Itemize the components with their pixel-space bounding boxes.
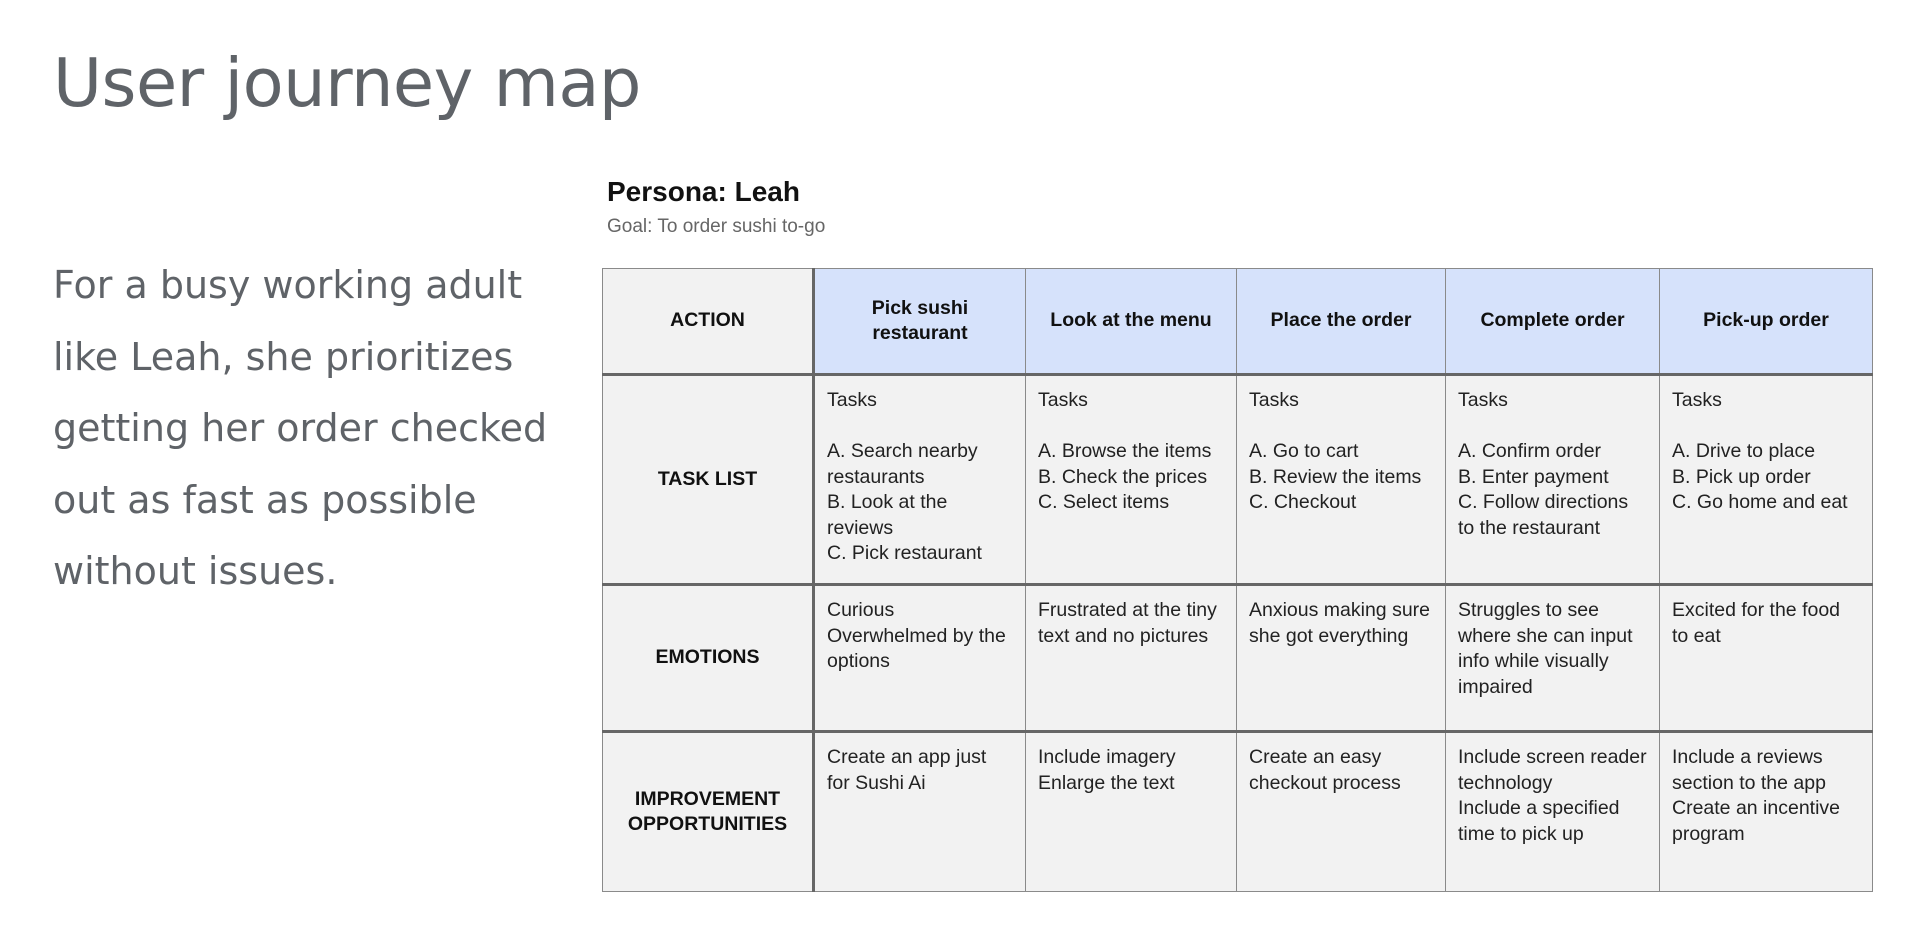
table-cell: Struggles to see where she can input inf…: [1445, 584, 1660, 733]
table-cell: Include a reviews section to the app Cre…: [1659, 731, 1873, 892]
persona-summary: For a busy working adult like Leah, she …: [53, 263, 548, 593]
row-label-improvement-opportunities: IMPROVEMENT OPPORTUNITIES: [602, 731, 815, 892]
table-cell: Create an app just for Sushi Ai: [813, 731, 1026, 892]
stage-header: Pick sushi restaurant: [813, 268, 1026, 376]
header-action: ACTION: [602, 268, 815, 376]
table-cell: Include screen reader technology Include…: [1445, 731, 1660, 892]
stage-header: Look at the menu: [1025, 268, 1237, 376]
table-cell: Frustrated at the tiny text and no pictu…: [1025, 584, 1237, 733]
table-cell: Create an easy checkout process: [1236, 731, 1446, 892]
table-row-improvement-opportunities: IMPROVEMENT OPPORTUNITIES Create an app …: [602, 731, 1873, 892]
table-cell: Tasks A. Browse the items B. Check the p…: [1025, 374, 1237, 586]
table-cell: Excited for the food to eat: [1659, 584, 1873, 733]
table-row-emotions: EMOTIONS Curious Overwhelmed by the opti…: [602, 584, 1873, 733]
table-cell: Tasks A. Confirm order B. Enter payment …: [1445, 374, 1660, 586]
stage-header: Place the order: [1236, 268, 1446, 376]
table-cell: Include imagery Enlarge the text: [1025, 731, 1237, 892]
table-cell: Anxious making sure she got everything: [1236, 584, 1446, 733]
table-cell: Curious Overwhelmed by the options: [813, 584, 1026, 733]
table-cell: Tasks A. Drive to place B. Pick up order…: [1659, 374, 1873, 586]
page-title: User journey map: [53, 44, 641, 122]
journey-map-table: ACTION Pick sushi restaurant Look at the…: [602, 268, 1873, 892]
table-cell: Tasks A. Search nearby restaurants B. Lo…: [813, 374, 1026, 586]
stage-header: Complete order: [1445, 268, 1660, 376]
row-label-task-list: TASK LIST: [602, 374, 815, 586]
persona-header: Persona: Leah Goal: To order sushi to-go: [607, 174, 825, 240]
stage-header: Pick-up order: [1659, 268, 1873, 376]
row-label-emotions: EMOTIONS: [602, 584, 815, 733]
table-cell: Tasks A. Go to cart B. Review the items …: [1236, 374, 1446, 586]
persona-name: Persona: Leah: [607, 176, 800, 207]
table-row-task-list: TASK LIST Tasks A. Search nearby restaur…: [602, 374, 1873, 586]
persona-goal: Goal: To order sushi to-go: [607, 216, 826, 237]
